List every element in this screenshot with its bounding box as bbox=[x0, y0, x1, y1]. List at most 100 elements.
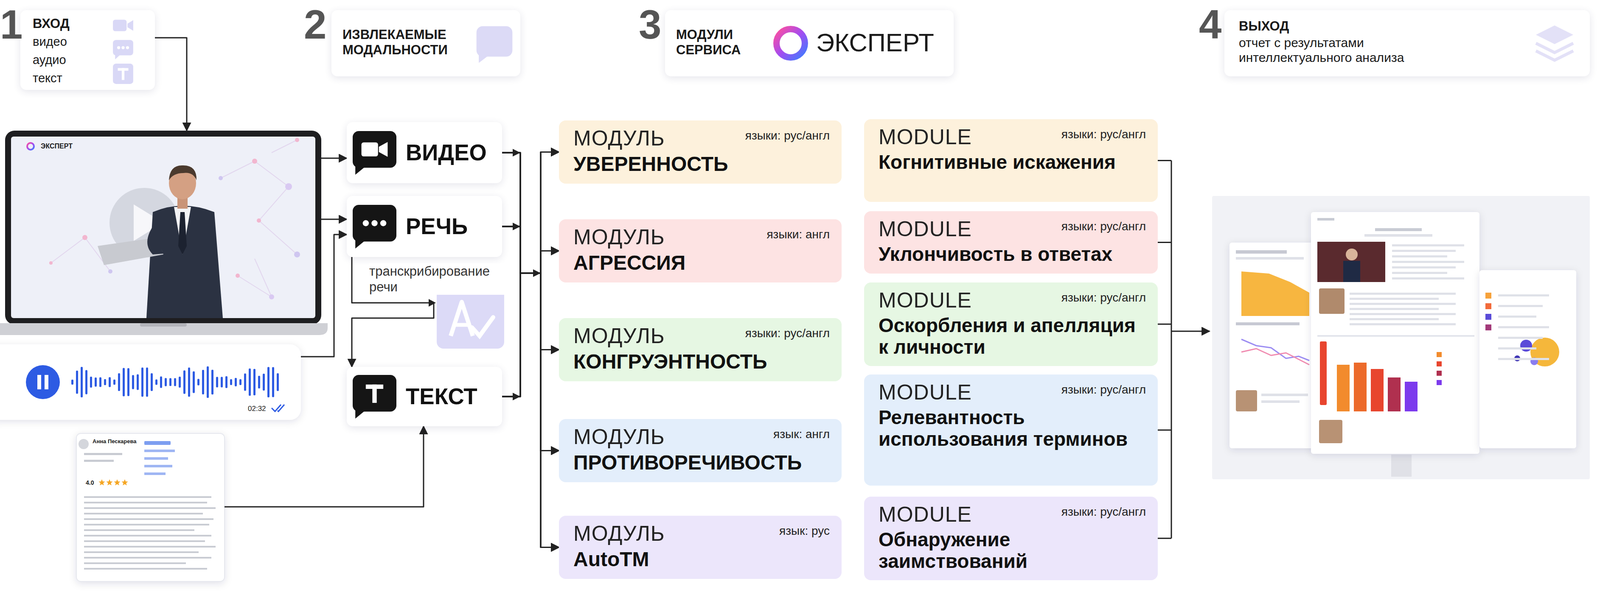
text-line bbox=[1235, 257, 1304, 260]
legend-square bbox=[1485, 303, 1492, 310]
node-text: отчет с результатами интеллектуального а… bbox=[1238, 35, 1469, 65]
language-note: язык: рус bbox=[779, 524, 830, 539]
icon-a-bar bbox=[455, 323, 469, 328]
cam-icon bbox=[112, 14, 135, 37]
waveform-bar bbox=[127, 368, 130, 397]
module-title: Уклончивость в ответах bbox=[878, 243, 1146, 266]
icon-part bbox=[112, 39, 134, 56]
bubble bbox=[1520, 339, 1533, 352]
text-line bbox=[1349, 318, 1439, 321]
language-note: языки: рус/англ bbox=[1061, 383, 1146, 397]
waveform-bar bbox=[178, 376, 181, 388]
waveform-bar bbox=[206, 366, 209, 399]
module-title: АГРЕССИЯ bbox=[573, 251, 830, 275]
modality-box: РЕЧЬ bbox=[346, 196, 503, 258]
connector bbox=[224, 426, 424, 508]
waveform-bar bbox=[108, 377, 111, 388]
text-line bbox=[84, 507, 216, 510]
report-panel bbox=[1229, 242, 1317, 449]
bracket-tick bbox=[1157, 538, 1172, 540]
legend-square bbox=[1436, 380, 1442, 386]
callout-number: 4 bbox=[1198, 4, 1222, 45]
text-line bbox=[1498, 358, 1550, 361]
module-word: MODULE bbox=[878, 288, 972, 314]
network-dot bbox=[252, 158, 258, 164]
laptop-screen: ЭКСПЕРТ bbox=[5, 130, 322, 325]
waveform-bar bbox=[141, 367, 144, 398]
module-word: MODULE bbox=[878, 125, 972, 150]
text-line bbox=[1349, 297, 1439, 301]
module-word: MODULE bbox=[878, 380, 972, 406]
ring-icon bbox=[771, 24, 810, 62]
icon-part bbox=[371, 220, 378, 227]
text-line bbox=[84, 453, 123, 456]
avatar-photo bbox=[1319, 288, 1345, 315]
module-box: MODULEязыки: рус/англРелевантность испол… bbox=[864, 374, 1158, 486]
icon-part bbox=[378, 142, 388, 158]
module-header: МОДУЛЬ язык: рус bbox=[573, 522, 830, 547]
module-box: MODULEязыки: рус/англУклончивость в отве… bbox=[864, 211, 1158, 274]
waveform-bar bbox=[183, 370, 186, 395]
icon-check bbox=[471, 317, 494, 337]
waveform-bar bbox=[71, 379, 74, 385]
bracket-line bbox=[1170, 160, 1173, 539]
chat-icon bbox=[112, 38, 135, 61]
connector bbox=[502, 273, 559, 397]
text-line bbox=[84, 513, 203, 515]
node-text: ВХОД bbox=[32, 16, 70, 32]
text-line bbox=[1392, 261, 1465, 264]
module-box: MODULEязыки: рус/англОскорбления и апелл… bbox=[864, 282, 1158, 367]
edge-label: транскрибирование речи bbox=[369, 263, 510, 295]
waveform-bar bbox=[192, 371, 195, 393]
header-box: ВЫХОДотчет с результатами интеллектуальн… bbox=[1224, 10, 1590, 77]
connector bbox=[502, 152, 559, 398]
man-suit bbox=[146, 205, 223, 319]
text-line bbox=[1498, 336, 1543, 340]
text-line bbox=[1235, 322, 1300, 326]
trunk-arrow-head bbox=[512, 148, 521, 157]
icon-part bbox=[112, 19, 127, 31]
tag bbox=[144, 441, 171, 446]
text-line bbox=[84, 535, 212, 537]
language-note: язык: англ bbox=[773, 427, 830, 442]
bar bbox=[1353, 362, 1367, 412]
module-title: AutoTM bbox=[573, 548, 830, 572]
module-header: МОДУЛЬязык: англ bbox=[573, 425, 830, 450]
monitor-stand bbox=[1391, 454, 1412, 478]
network-dot bbox=[235, 273, 240, 278]
callout-number: 1 bbox=[0, 4, 23, 45]
man-hair bbox=[168, 165, 197, 181]
module-word: МОДУЛЬ bbox=[573, 522, 666, 547]
bracket-tick bbox=[1157, 241, 1172, 244]
lay-icon bbox=[1533, 22, 1576, 65]
node-text: МОДУЛИ СЕРВИСА bbox=[676, 27, 761, 58]
icon-part bbox=[355, 165, 365, 175]
text-line bbox=[84, 557, 212, 559]
module-word: MODULE bbox=[878, 217, 972, 242]
review-card-bg bbox=[76, 433, 225, 582]
report-page bbox=[1310, 212, 1480, 455]
text-line bbox=[1349, 323, 1456, 326]
node-text: 02:32 bbox=[247, 404, 267, 414]
text-line bbox=[84, 460, 114, 463]
node-text: аудио bbox=[32, 53, 67, 68]
module-header: МОДУЛЬязыки: рус/англ bbox=[573, 126, 830, 152]
icon-part bbox=[476, 26, 513, 57]
text-line bbox=[1261, 400, 1300, 404]
modality-box: ТЕКСТ bbox=[346, 367, 503, 427]
modality-label: ТЕКСТ bbox=[405, 384, 478, 410]
pause-bar bbox=[44, 375, 49, 390]
waveform-bar bbox=[262, 373, 265, 391]
node-text: Анна Пескарева bbox=[92, 438, 137, 446]
language-note: языки: англ bbox=[766, 227, 830, 242]
waveform-bar bbox=[253, 369, 256, 396]
icon-part bbox=[352, 375, 397, 413]
bracket-tick bbox=[1157, 160, 1172, 162]
icon-part bbox=[380, 220, 387, 227]
divider bbox=[1317, 335, 1475, 337]
text-line bbox=[1498, 305, 1543, 308]
waveform-bar bbox=[174, 378, 177, 387]
text-line bbox=[1498, 326, 1550, 329]
header-box: ИЗВЛЕКАЕМЫЕ МОДАЛЬНОСТИ bbox=[331, 10, 521, 77]
